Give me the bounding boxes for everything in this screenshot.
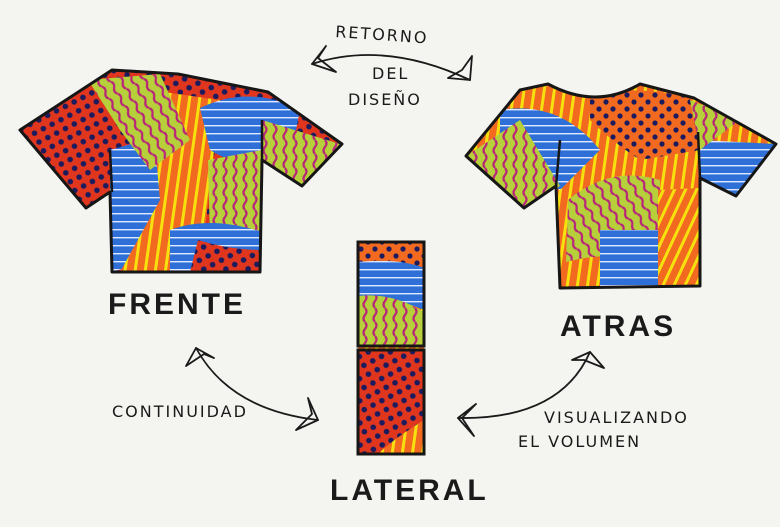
label-lateral: LATERAL	[330, 474, 489, 508]
left-arrowhead-bottom	[296, 398, 318, 430]
left-arrowhead-top	[186, 348, 214, 366]
label-frente: FRENTE	[108, 288, 246, 322]
note-visualizando: VISUALIZANDO	[544, 408, 689, 427]
right-arrowhead-bottom	[458, 404, 476, 436]
note-continuidad: CONTINUIDAD	[112, 402, 248, 421]
back-tshirt	[460, 80, 780, 295]
note-del: DEL	[372, 64, 409, 83]
front-tshirt	[0, 60, 360, 290]
note-el-volumen: EL VOLUMEN	[518, 432, 641, 451]
side-panel	[358, 242, 424, 454]
label-atras: ATRAS	[560, 310, 676, 344]
note-diseno: DISEÑO	[348, 90, 422, 109]
